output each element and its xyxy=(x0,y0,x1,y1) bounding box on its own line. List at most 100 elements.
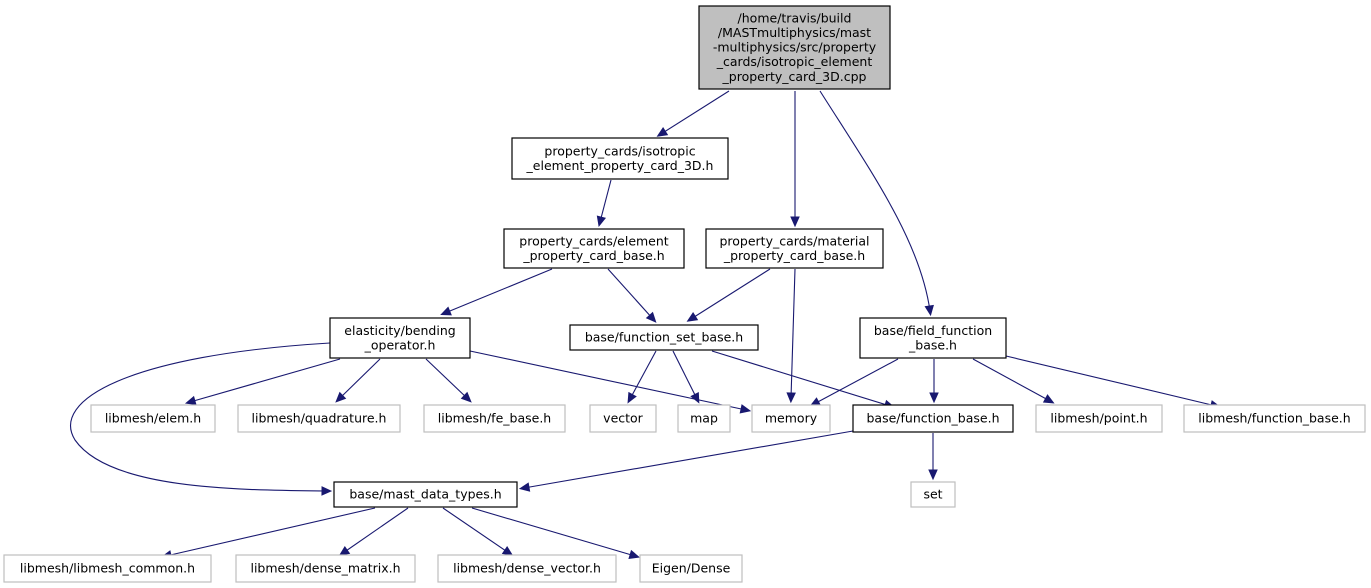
arrowhead-icon xyxy=(321,486,333,496)
node-set: set xyxy=(910,481,956,508)
node-label-line: _property_card_3D.cpp xyxy=(722,69,867,84)
node-bending-op[interactable]: elasticity/bending_operator.h xyxy=(329,317,471,359)
node-box xyxy=(698,5,891,90)
node-label-line: libmesh/point.h xyxy=(1050,411,1147,426)
node-lm-dense-matrix: libmesh/dense_matrix.h xyxy=(235,554,416,583)
edge-line xyxy=(599,179,612,223)
node-lm-point: libmesh/point.h xyxy=(1035,404,1163,433)
node-label-line: vector xyxy=(603,411,644,426)
edge-line xyxy=(819,90,931,312)
node-memory: memory xyxy=(751,404,831,433)
node-label-line: _property_card_base.h xyxy=(522,248,664,263)
node-box xyxy=(677,404,731,433)
node-label-line: property_cards/element xyxy=(519,233,669,248)
edge-bending_op-to-memory xyxy=(469,350,752,414)
edge-line xyxy=(690,268,771,320)
node-vector: vector xyxy=(589,404,657,433)
node-label-line: libmesh/dense_vector.h xyxy=(453,561,601,576)
node-box xyxy=(437,554,617,583)
node-box xyxy=(503,228,685,269)
arrowhead-icon xyxy=(786,392,796,404)
edge-line xyxy=(165,507,376,557)
node-iso3d-h[interactable]: property_cards/isotropic_element_propert… xyxy=(511,137,729,180)
node-label-line: elasticity/bending xyxy=(344,323,455,338)
edge-bending_op-to-lm_elem xyxy=(184,358,341,406)
node-box xyxy=(237,404,401,433)
node-label-line: -multiphysics/src/property xyxy=(713,40,877,55)
node-label-line: set xyxy=(923,487,942,502)
edge-line xyxy=(660,90,730,135)
node-box xyxy=(1035,404,1163,433)
edge-line xyxy=(790,268,796,399)
node-elem-prop-base[interactable]: property_cards/element_property_card_bas… xyxy=(503,228,685,269)
edge-field_func_base-to-lm_func_base xyxy=(1005,355,1222,410)
node-label-line: _element_property_card_3D.h xyxy=(526,158,714,173)
node-mast-types[interactable]: base/mast_data_types.h xyxy=(333,481,518,508)
edge-mast_types-to-lm_dense_matrix xyxy=(338,507,409,556)
edge-line xyxy=(471,507,636,557)
node-label-line: map xyxy=(690,411,718,426)
node-label-line: /home/travis/build xyxy=(738,10,852,25)
arrowhead-icon xyxy=(686,312,699,322)
node-label-line: _cards/isotropic_element xyxy=(716,54,873,69)
edge-line xyxy=(607,268,654,320)
arrowhead-icon xyxy=(628,549,641,560)
edge-line xyxy=(469,350,747,411)
edge-iso3d_h-to-elem_prop_base xyxy=(596,179,612,228)
arrowhead-icon xyxy=(690,391,700,404)
node-field-func-base[interactable]: base/field_function_base.h xyxy=(859,317,1007,359)
node-box xyxy=(235,554,416,583)
node-label-line: base/function_set_base.h xyxy=(585,330,743,345)
node-box xyxy=(333,481,518,508)
node-box xyxy=(511,137,729,180)
edge-root-to-mat_prop_base xyxy=(790,91,800,228)
node-eigen-dense: Eigen/Dense xyxy=(639,554,743,583)
node-box xyxy=(569,324,759,351)
edge-line xyxy=(1005,355,1217,407)
node-lm-common: libmesh/libmesh_common.h xyxy=(3,554,212,583)
edge-bending_op-to-mast_types xyxy=(70,342,333,496)
edge-root-to-field_func_base xyxy=(819,90,934,317)
edge-mast_types-to-eigen_dense xyxy=(471,507,641,560)
node-box xyxy=(329,317,471,359)
arrowhead-icon xyxy=(596,215,607,228)
edge-mat_prop_base-to-func_set_base xyxy=(686,268,771,322)
node-lm-func-base: libmesh/function_base.h xyxy=(1183,404,1366,433)
arrowhead-icon xyxy=(518,482,531,492)
node-lm-elem: libmesh/elem.h xyxy=(90,404,216,433)
node-mat-prop-base[interactable]: property_cards/material_property_card_ba… xyxy=(705,228,884,269)
edge-line xyxy=(444,268,553,314)
arrowhead-icon xyxy=(929,392,939,404)
node-label-line: Eigen/Dense xyxy=(652,561,731,576)
node-box xyxy=(751,404,831,433)
node-box xyxy=(3,554,212,583)
node-box xyxy=(423,404,566,433)
edge-field_func_base-to-lm_point xyxy=(972,358,1055,404)
arrowhead-icon xyxy=(645,311,657,323)
node-box xyxy=(589,404,657,433)
node-label-line: libmesh/dense_matrix.h xyxy=(250,561,400,576)
edge-root-to-iso3d_h xyxy=(656,90,730,137)
edge-line xyxy=(972,358,1051,402)
arrowhead-icon xyxy=(656,127,669,137)
arrowhead-icon xyxy=(501,545,514,556)
arrowhead-icon xyxy=(338,545,351,556)
node-func-base[interactable]: base/function_base.h xyxy=(852,404,1014,433)
arrowhead-icon xyxy=(739,404,752,414)
node-box xyxy=(90,404,216,433)
arrowhead-icon xyxy=(924,304,934,317)
arrowhead-icon xyxy=(460,391,472,403)
node-label-line: memory xyxy=(765,411,818,426)
node-box xyxy=(705,228,884,269)
edge-mat_prop_base-to-memory xyxy=(786,268,796,404)
edge-field_func_base-to-func_base xyxy=(929,359,939,404)
edges-layer xyxy=(70,90,1222,560)
node-root[interactable]: /home/travis/build/MASTmultiphysics/mast… xyxy=(698,5,891,90)
node-label-line: libmesh/elem.h xyxy=(105,411,201,426)
arrowhead-icon xyxy=(1042,394,1055,404)
node-box xyxy=(1183,404,1366,433)
node-func-set-base[interactable]: base/function_set_base.h xyxy=(569,324,759,351)
edge-elem_prop_base-to-func_set_base xyxy=(607,268,657,323)
node-label-line: base/field_function xyxy=(874,323,992,338)
node-box xyxy=(852,404,1014,433)
